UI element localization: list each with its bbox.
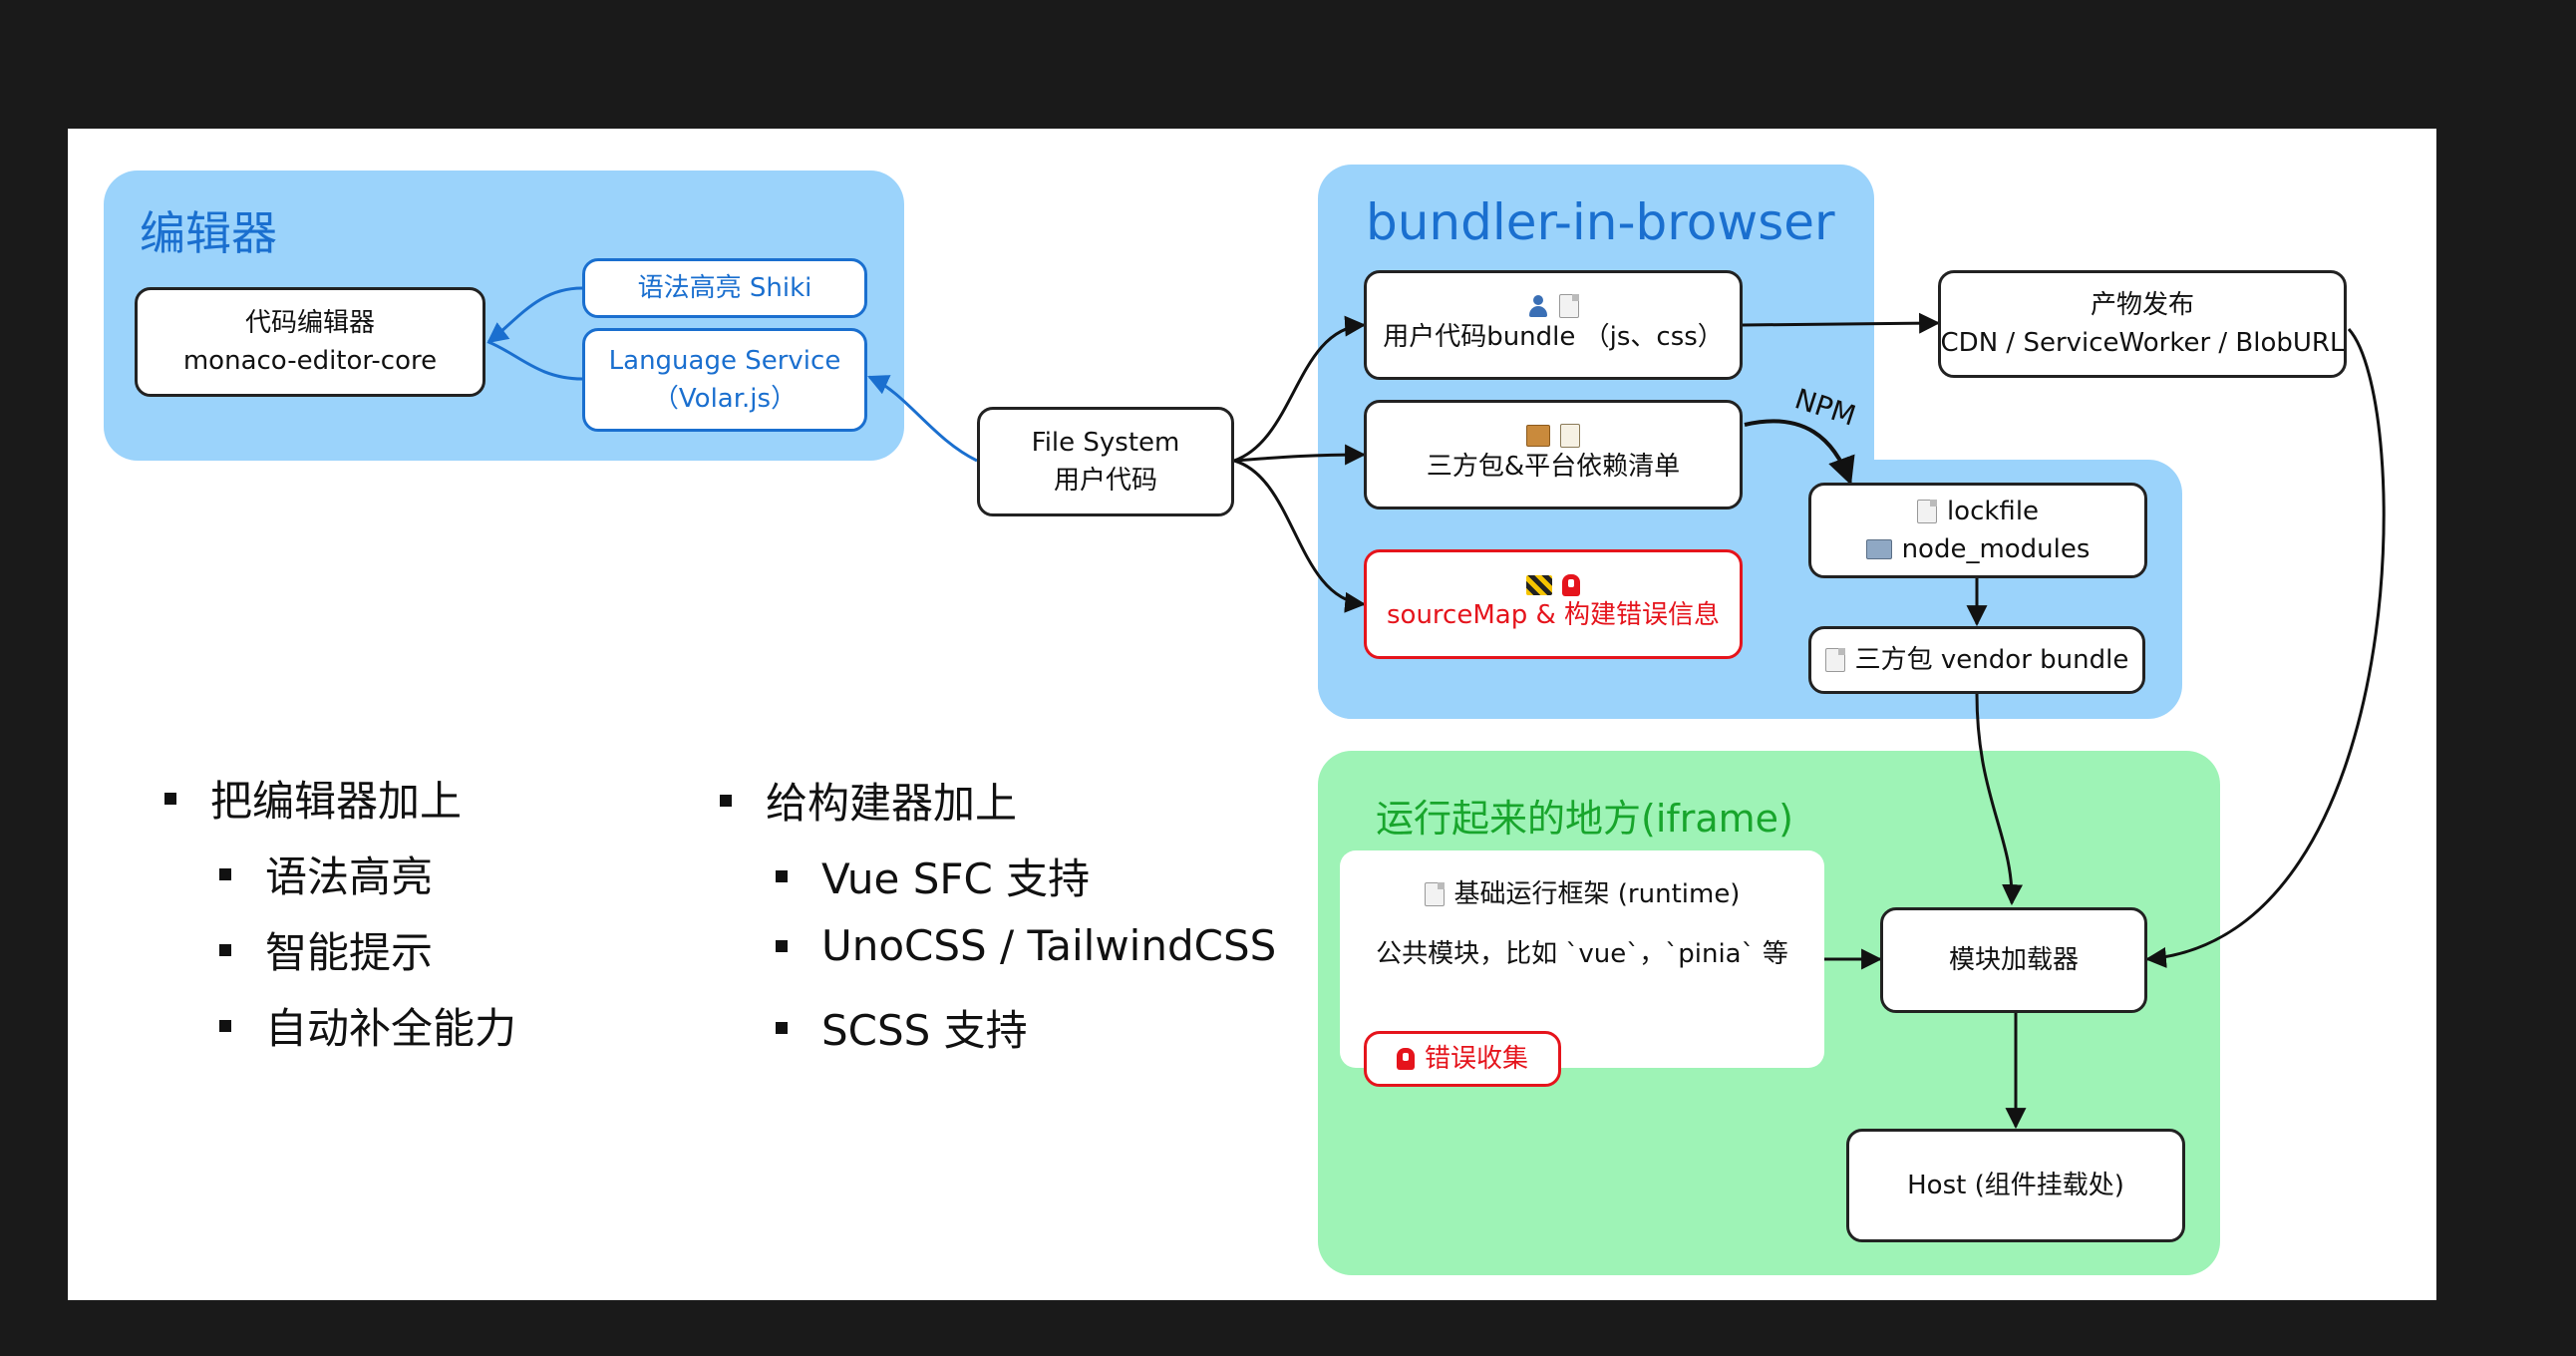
list-item-text: 语法高亮 [265, 852, 434, 901]
list-item-text: Vue SFC 支持 [821, 854, 1091, 903]
alarm-icon [1562, 574, 1580, 596]
list-heading-text: 给构建器加上 [766, 779, 1018, 828]
list-item: Vue SFC 支持 [776, 846, 1090, 906]
code-editor-title: 代码编辑器 [244, 308, 375, 338]
list-heading-text: 把编辑器加上 [210, 777, 463, 826]
vendor-bundle-label: 三方包 vendor bundle [1854, 645, 2129, 675]
list-heading: 把编辑器加上 [164, 768, 462, 829]
list-item-text: SCSS 支持 [821, 1006, 1028, 1055]
file-icon [1824, 648, 1845, 672]
shiki-node: 语法高亮 Shiki [582, 258, 867, 318]
language-service-node: Language Service （Volar.js） [582, 328, 867, 432]
file-system-title: File System [1031, 428, 1180, 458]
shiki-label: 语法高亮 Shiki [637, 273, 812, 303]
runtime-framework-node: 基础运行框架 (runtime) 公共模块，比如 `vue`，`pinia` 等 [1340, 850, 1824, 1068]
file-icon [1916, 500, 1937, 523]
language-service-subtitle: （Volar.js） [652, 384, 798, 414]
sourcemap-label: sourceMap & 构建错误信息 [1386, 600, 1720, 630]
list-item: 智能提示 [219, 919, 433, 980]
bullet-icon [776, 1021, 788, 1034]
error-collect-label: 错误收集 [1424, 1044, 1528, 1074]
list-item: 语法高亮 [219, 844, 433, 904]
user-bundle-label: 用户代码bundle （js、css） [1383, 322, 1724, 352]
node-modules-label: node_modules [1901, 534, 2091, 564]
file-system-subtitle: 用户代码 [1053, 466, 1157, 496]
language-service-title: Language Service [608, 346, 841, 376]
folder-icon [1865, 539, 1892, 559]
edge-ls-to-editor [487, 340, 583, 381]
host-node: Host (组件挂载处) [1846, 1129, 2185, 1242]
bullet-icon [219, 867, 231, 880]
bullet-icon [776, 869, 788, 882]
list-item-text: 自动补全能力 [265, 1004, 517, 1053]
code-editor-subtitle: monaco-editor-core [182, 346, 438, 376]
runtime-region-title: 运行起来的地方(iframe) [1376, 797, 1793, 841]
bundler-region-title: bundler-in-browser [1366, 193, 1835, 251]
edge-vendor-to-loader [1975, 693, 2024, 906]
list-item: SCSS 支持 [776, 997, 1028, 1058]
edge-shiki-to-editor [486, 286, 583, 344]
code-editor-node: 代码编辑器 monaco-editor-core [135, 287, 485, 397]
file-system-node: File System 用户代码 [977, 407, 1234, 516]
lockfile-node: lockfile node_modules [1808, 483, 2147, 578]
third-party-label: 三方包&平台依赖清单 [1426, 452, 1681, 482]
module-loader-node: 模块加载器 [1880, 907, 2147, 1013]
edge-fs-to-ls [867, 375, 978, 463]
error-collect-node: 错误收集 [1364, 1031, 1561, 1087]
runtime-framework-subtitle: 公共模块，比如 `vue`，`pinia` 等 [1376, 939, 1788, 969]
third-party-node: 三方包&平台依赖清单 [1364, 400, 1743, 509]
host-label: Host (组件挂载处) [1907, 1171, 2124, 1200]
lockfile-label: lockfile [1946, 497, 2040, 526]
warning-icon [1526, 575, 1552, 595]
publish-node: 产物发布 CDN / ServiceWorker / BlobURL [1938, 270, 2347, 378]
edge-publish-to-loader [2144, 327, 2386, 968]
publish-subtitle: CDN / ServiceWorker / BlobURL [1940, 328, 2345, 358]
list-item: 自动补全能力 [219, 995, 516, 1056]
publish-title: 产物发布 [2090, 290, 2194, 320]
bullet-icon [776, 939, 788, 952]
edge-userbundle-to-publish [1742, 312, 1941, 334]
edge-thirdparty-to-lockfile [1744, 419, 1855, 486]
edge-fs-to-thirdparty [1233, 444, 1367, 466]
edge-fs-to-userbundle [1233, 315, 1367, 463]
list-item-text: UnoCSS / TailwindCSS [821, 921, 1277, 970]
clipboard-icon [1560, 424, 1580, 448]
alarm-icon [1396, 1048, 1415, 1070]
package-icon [1526, 425, 1550, 447]
bullet-icon [219, 1019, 231, 1032]
edge-fs-to-sourcemap [1233, 459, 1367, 613]
vendor-bundle-node: 三方包 vendor bundle [1808, 626, 2145, 694]
person-icon [1527, 295, 1549, 317]
editor-region-title: 编辑器 [140, 206, 277, 260]
sourcemap-node: sourceMap & 构建错误信息 [1364, 549, 1743, 659]
bullet-icon [219, 943, 231, 956]
list-item: UnoCSS / TailwindCSS [776, 921, 1276, 970]
list-heading: 给构建器加上 [720, 770, 1017, 831]
bullet-icon [720, 794, 732, 807]
runtime-framework-title: 基础运行框架 (runtime) [1453, 879, 1741, 909]
file-icon [1424, 882, 1445, 906]
module-loader-label: 模块加载器 [1948, 945, 2079, 975]
bullet-icon [164, 792, 176, 805]
file-icon [1559, 294, 1579, 318]
list-item-text: 智能提示 [265, 928, 434, 977]
user-bundle-node: 用户代码bundle （js、css） [1364, 270, 1743, 380]
